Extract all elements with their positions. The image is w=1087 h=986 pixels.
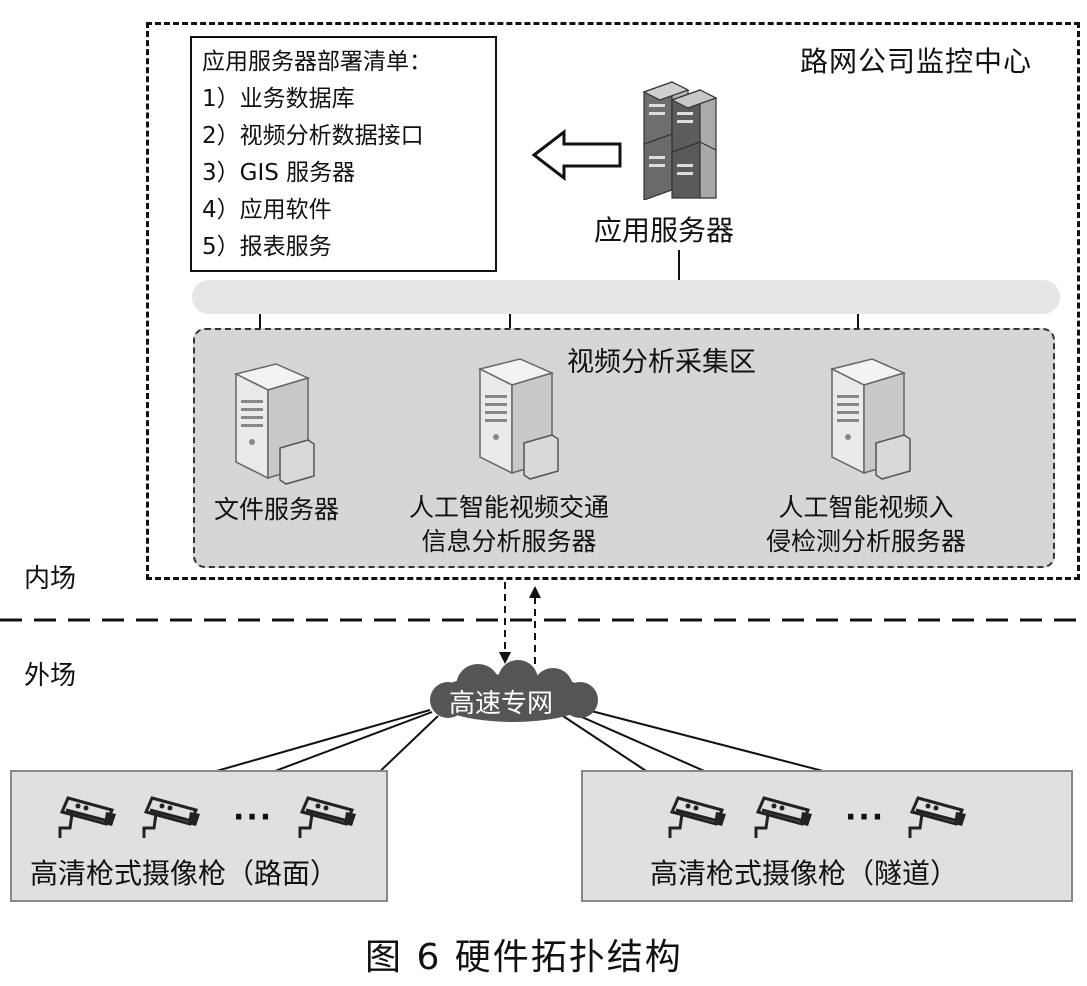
network-cloud-icon bbox=[430, 660, 598, 722]
hollow-arrow-left-icon bbox=[531, 128, 622, 182]
intrusion-detection-server-label-line2: 侵检测分析服务器 bbox=[766, 527, 967, 556]
camera-icon bbox=[142, 796, 200, 838]
outer-area-label: 外场 bbox=[24, 661, 77, 691]
traffic-analysis-server-label-line1: 人工智能视频交通 bbox=[409, 493, 610, 522]
road-camera-label: 高清枪式摄像枪（路面） bbox=[30, 857, 339, 890]
monitoring-center-boundary bbox=[146, 22, 1080, 580]
traffic-analysis-server-label-line2: 信息分析服务器 bbox=[421, 527, 597, 556]
app-server-label: 应用服务器 bbox=[594, 214, 735, 247]
deployment-list-item: 2）视频分析数据接口 bbox=[202, 123, 424, 149]
intrusion-detection-server-label-line1: 人工智能视频入 bbox=[778, 493, 954, 522]
intrusion-detection-server-icon bbox=[829, 358, 911, 480]
inner-area-label: 内场 bbox=[24, 564, 77, 594]
video-analysis-zone-title: 视频分析采集区 bbox=[567, 347, 756, 378]
camera-icon bbox=[668, 796, 726, 838]
tunnel-camera-ellipsis: ··· bbox=[845, 800, 886, 835]
rack-server-icon bbox=[642, 81, 718, 200]
intrusion-detection-server-label: 人工智能视频入 侵检测分析服务器 bbox=[766, 491, 966, 559]
figure-caption: 图 6 硬件拓扑结构 bbox=[365, 937, 683, 978]
deployment-list-item: 5）报表服务 bbox=[202, 234, 332, 260]
deployment-list-title: 应用服务器部署清单： bbox=[202, 49, 432, 75]
network-label: 高速专网 bbox=[449, 689, 554, 719]
camera-icon bbox=[908, 796, 966, 838]
traffic-analysis-server-icon bbox=[477, 358, 559, 480]
file-server-icon bbox=[233, 363, 315, 485]
camera-icon bbox=[298, 796, 356, 838]
camera-icon bbox=[754, 796, 812, 838]
network-bus bbox=[192, 280, 1060, 314]
deployment-list-item: 3）GIS 服务器 bbox=[202, 160, 356, 186]
road-camera-group bbox=[10, 770, 388, 902]
road-camera-ellipsis: ··· bbox=[233, 800, 274, 835]
tunnel-camera-label: 高清枪式摄像枪（隧道） bbox=[650, 857, 959, 890]
video-analysis-zone bbox=[193, 328, 1055, 568]
camera-icon bbox=[58, 796, 116, 838]
deployment-list: 应用服务器部署清单： 1）业务数据库 2）视频分析数据接口 3）GIS 服务器 … bbox=[190, 36, 497, 272]
traffic-analysis-server-label: 人工智能视频交通 信息分析服务器 bbox=[409, 491, 609, 559]
deployment-list-item: 1）业务数据库 bbox=[202, 86, 355, 112]
monitoring-center-title: 路网公司监控中心 bbox=[800, 45, 1033, 78]
file-server-label: 文件服务器 bbox=[214, 495, 340, 524]
deployment-list-item: 4）应用软件 bbox=[202, 197, 332, 223]
tunnel-camera-group bbox=[581, 770, 1073, 902]
